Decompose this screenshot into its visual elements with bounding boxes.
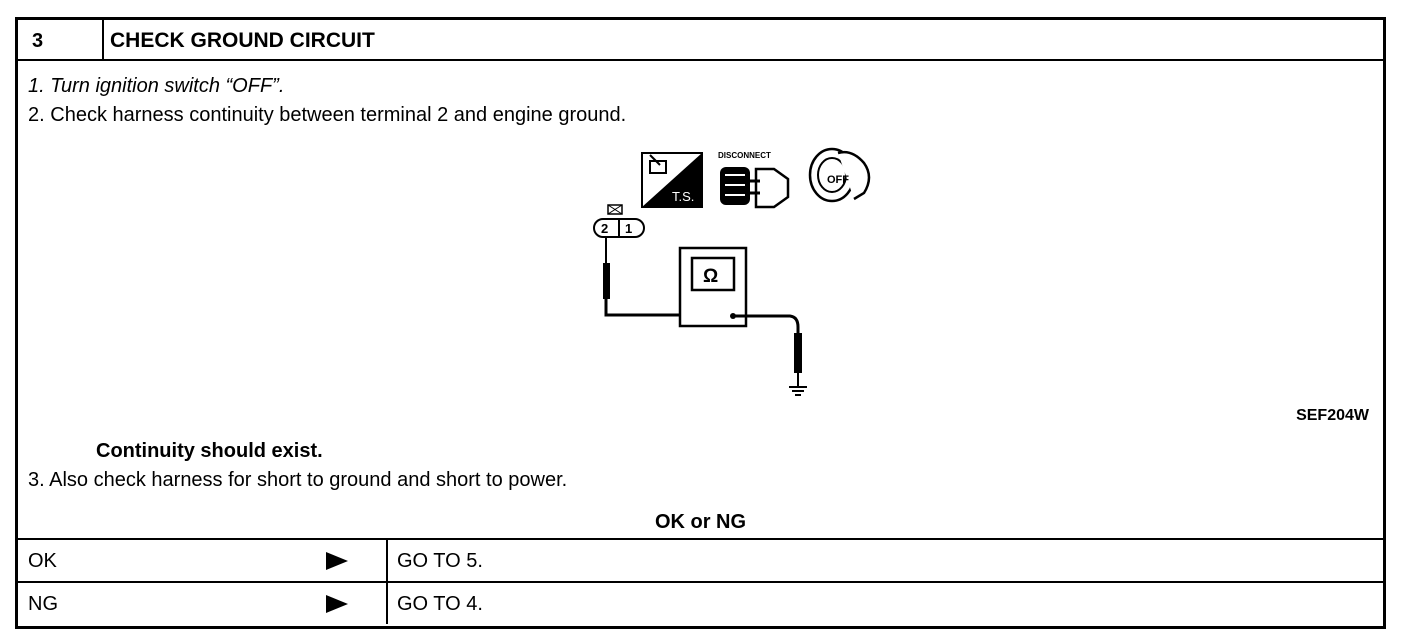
ts-label: T.S. [672,189,694,204]
disconnect-label: DISCONNECT [718,151,771,160]
disconnect-icon: DISCONNECT [718,151,790,209]
step-number: 3 [18,20,104,59]
result-label-ok: OK [28,550,57,572]
result-heading: OK or NG [654,511,747,533]
ground-icon [789,386,807,396]
ohm-symbol: Ω [703,266,718,287]
arrow-right-icon [326,552,348,570]
step-3-number: 3. [28,469,45,491]
terminal-1-label: 1 [625,221,632,236]
diagnostic-procedure-table: 3 CHECK GROUND CIRCUIT 1. Turn ignition … [15,17,1386,629]
step-1-text: Turn ignition switch “OFF”. [50,75,285,97]
instruction-step-3: 3. Also check harness for short to groun… [28,469,567,492]
probe-lead-right [733,314,802,387]
result-label-ng: NG [28,593,58,615]
step-header: 3 CHECK GROUND CIRCUIT [18,20,1383,61]
instruction-step-1: 1. Turn ignition switch “OFF”. [28,75,284,98]
instruction-step-2: 2. Check harness continuity between term… [28,104,626,127]
ignition-off-icon: OFF [808,147,871,203]
step-2-text: Check harness continuity between termina… [50,104,627,126]
step-title: CHECK GROUND CIRCUIT [110,29,375,52]
result-action-ok: GO TO 5. [386,540,483,581]
step-3-text: Also check harness for short to ground a… [49,469,568,491]
terminal-2-label: 2 [601,221,608,236]
expected-result: Continuity should exist. [96,440,323,462]
ts-icon: T.S. [641,152,703,208]
step-2-number: 2. [28,104,45,126]
key-off-label: OFF [827,174,849,186]
continuity-check-diagram: T.S. DISCONNECT OFF 2 1 Ω [593,147,871,396]
result-action-ng: GO TO 4. [386,583,483,624]
connector-icon: 2 1 [593,204,645,238]
step-1-number: 1. [28,75,45,97]
result-row-ng: NG GO TO 4. [18,581,1383,624]
arrow-right-icon [326,595,348,613]
ohmmeter-icon: Ω [678,246,748,328]
result-row-ok: OK GO TO 5. [18,538,1383,581]
figure-reference: SEF204W [1296,407,1369,424]
